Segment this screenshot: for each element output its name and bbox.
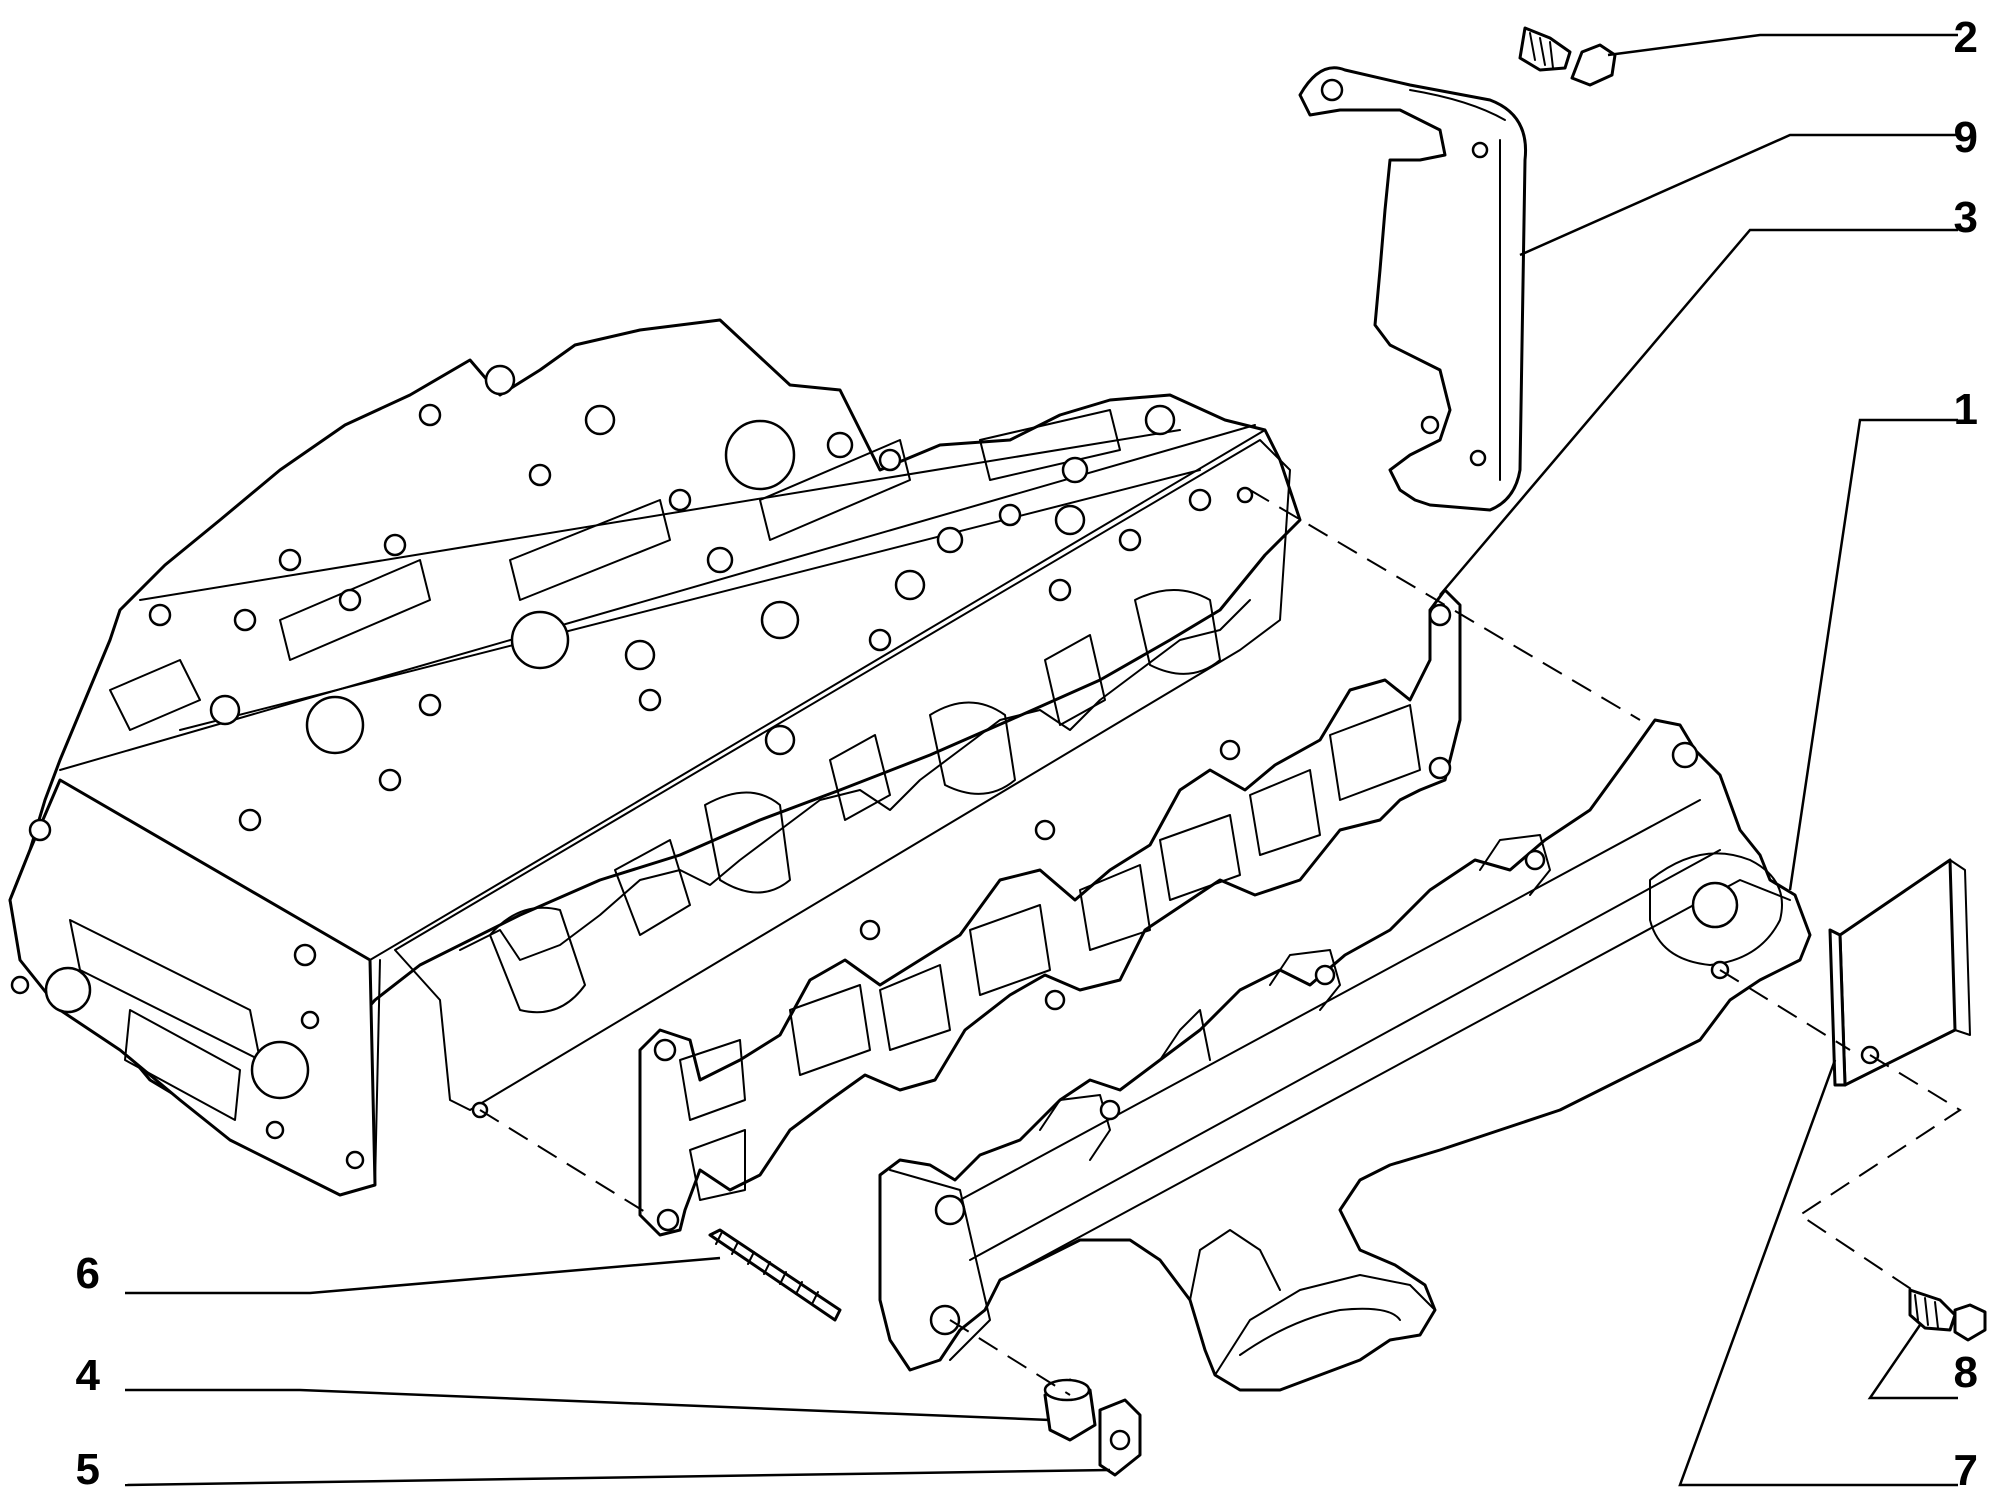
exhaust-manifold-gasket xyxy=(638,588,1462,1237)
callout-2: 2 xyxy=(1954,13,1978,62)
callout-labels: 2 9 3 1 8 7 6 4 5 xyxy=(76,13,1978,1491)
callout-1: 1 xyxy=(1954,385,1978,434)
head-port-outline xyxy=(459,599,1251,961)
stud-6 xyxy=(708,1228,842,1322)
spacer-4 xyxy=(1043,1378,1097,1442)
cylinder-head xyxy=(8,318,1302,1197)
bolt-2 xyxy=(1518,26,1617,87)
assembly-lines xyxy=(479,489,1962,1396)
callout-8: 8 xyxy=(1954,1348,1978,1397)
callout-7: 7 xyxy=(1954,1446,1978,1491)
callout-6: 6 xyxy=(76,1249,100,1298)
callout-3: 3 xyxy=(1954,193,1978,242)
callout-9: 9 xyxy=(1954,113,1978,162)
callout-4: 4 xyxy=(76,1351,101,1400)
bolt-8 xyxy=(1908,1288,1987,1342)
manifold-bracket xyxy=(1298,66,1528,512)
leader-lines xyxy=(124,33,1958,1487)
cover-plate xyxy=(1828,858,1971,1087)
callout-5: 5 xyxy=(76,1445,100,1491)
nut-5 xyxy=(1098,1398,1142,1477)
exhaust-manifold xyxy=(878,718,1812,1392)
